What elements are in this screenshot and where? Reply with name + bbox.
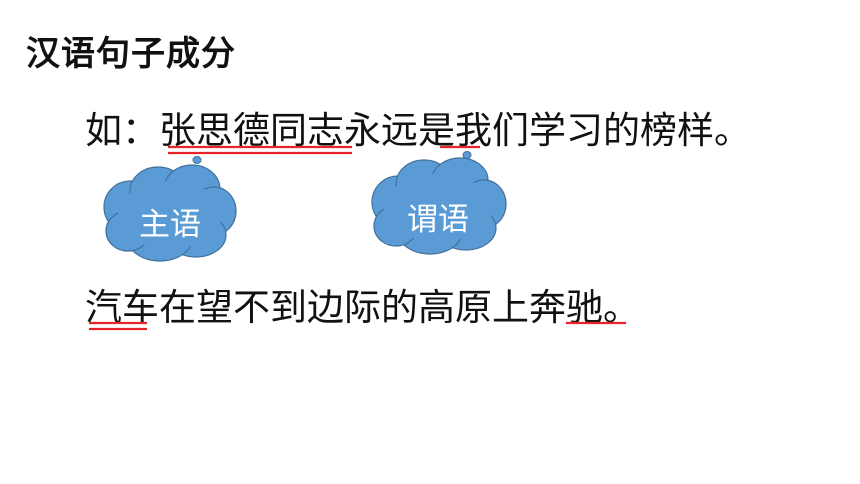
subject-callout-cloud: 主语 <box>100 155 240 265</box>
cloud-icon <box>371 157 507 255</box>
object-phrase-1: 我们学习的榜样。 <box>455 109 751 152</box>
subject-phrase-2: 汽车 <box>85 286 159 329</box>
subject-label: 主语 <box>139 207 201 243</box>
sentence-prefix: 如： <box>85 109 159 152</box>
predicate-callout-cloud: 谓语 <box>368 148 508 256</box>
sentence-end-punctuation: 。 <box>603 286 640 329</box>
cloud-icon <box>103 164 237 262</box>
predicate-word-2: 奔驰 <box>529 286 603 329</box>
predicate-label: 谓语 <box>407 202 469 238</box>
adverbial-1: 永远 <box>344 109 418 152</box>
page-title: 汉语句子成分 <box>26 34 236 74</box>
example-sentence-1: 如：张思德同志永远是我们学习的榜样。 <box>85 100 751 154</box>
example-sentence-2: 汽车在望不到边际的高原上奔驰。 <box>85 277 640 331</box>
predicate-word-1: 是 <box>418 109 455 152</box>
adverbial-2: 在望不到边际的高原上 <box>159 286 529 329</box>
subject-phrase-1: 张思德同志 <box>159 109 344 152</box>
